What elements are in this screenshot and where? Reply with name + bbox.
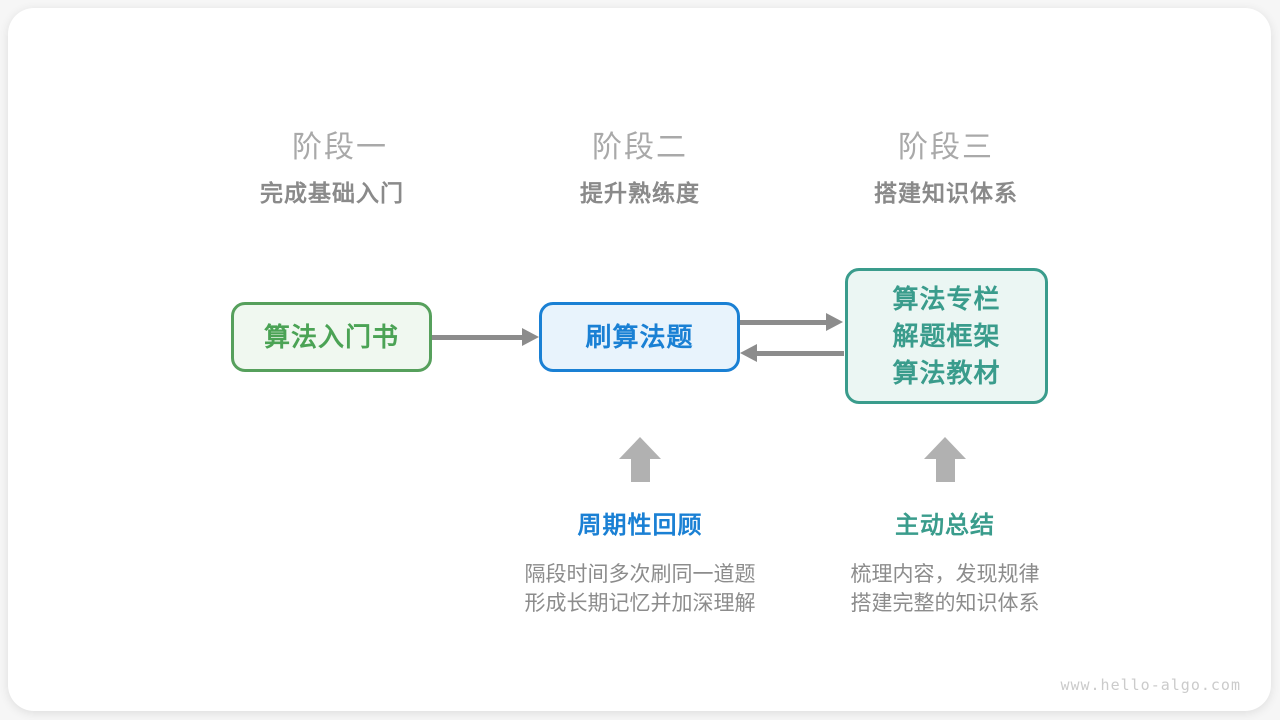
stage-3-title: 阶段三 [898,131,994,164]
up-arrow-icon [619,437,661,482]
node-knowledge-line-3: 算法教材 [892,357,1001,388]
annotation-review-label: 周期性回顾 [577,512,703,539]
node-intro-book: 算法入门书 [231,302,432,372]
up-arrow-stem [935,459,955,482]
connector-2-arrowhead-icon [826,313,843,331]
node-practice-label: 刷算法题 [585,321,694,352]
diagram-card: 阶段一 完成基础入门 阶段二 提升熟练度 阶段三 搭建知识体系 算法入门书 刷算… [8,8,1271,711]
annotation-summary-desc: 梳理内容，发现规律 搭建完整的知识体系 [775,560,1115,618]
annotation-review-desc-line-2: 形成长期记忆并加深理解 [524,592,756,615]
node-intro-book-label: 算法入门书 [263,321,399,352]
annotation-summary-label: 主动总结 [895,512,995,539]
stage-2-subtitle: 提升熟练度 [580,180,700,206]
stage-2-title: 阶段二 [592,131,688,164]
watermark-url: www.hello-algo.com [1060,676,1241,694]
up-arrow-stem [630,459,650,482]
node-knowledge-system: 算法专栏 解题框架 算法教材 [845,268,1048,404]
stage-1-subtitle: 完成基础入门 [260,180,404,206]
connector-3-line [756,351,844,356]
annotation-summary-desc-line-2: 搭建完整的知识体系 [850,592,1040,615]
node-knowledge-line-1: 算法专栏 [892,283,1001,314]
node-knowledge-line-2: 解题框架 [892,320,1001,351]
node-practice: 刷算法题 [539,302,740,372]
stage-3-subtitle: 搭建知识体系 [874,180,1018,206]
up-arrow-icon [924,437,966,482]
annotation-review-desc-line-1: 隔段时间多次刷同一道题 [524,563,756,586]
stage-1-title: 阶段一 [292,131,388,164]
up-arrow-head [924,437,966,459]
connector-1-arrowhead-icon [522,328,539,346]
connector-3-arrowhead-icon [740,344,757,362]
up-arrow-head [619,437,661,459]
annotation-review-desc: 隔段时间多次刷同一道题 形成长期记忆并加深理解 [470,560,810,618]
annotation-summary-desc-line-1: 梳理内容，发现规律 [850,563,1040,586]
connector-1-line [432,335,524,340]
connector-2-line [740,320,828,325]
